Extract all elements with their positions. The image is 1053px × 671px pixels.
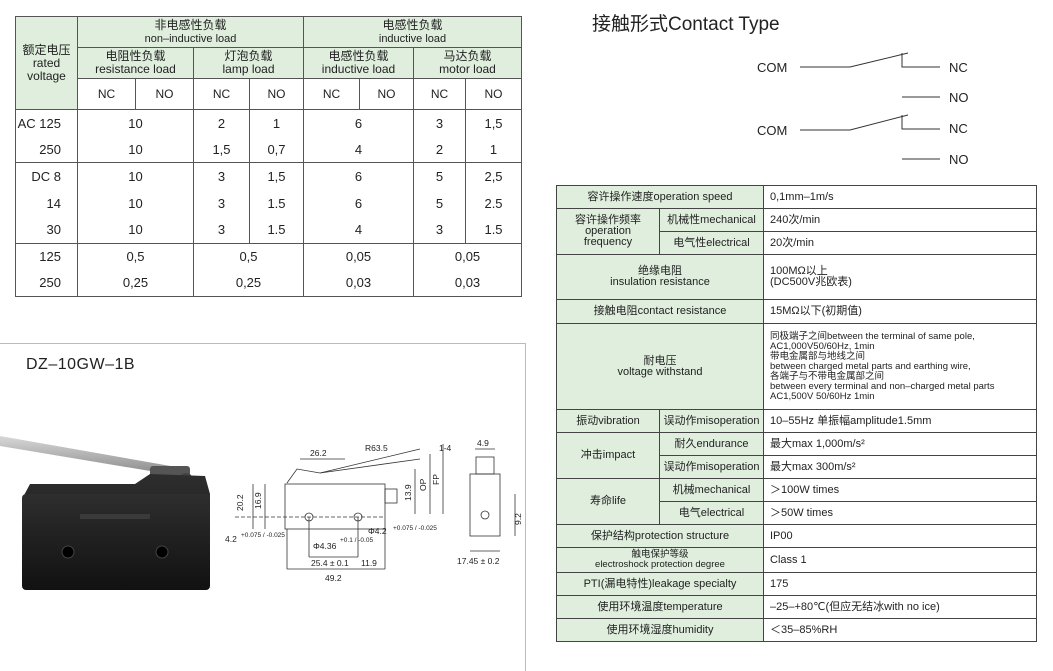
col-nc: NC — [193, 78, 250, 110]
col-no: NO — [464, 78, 523, 110]
table-row: 电气electrical ＞50W times — [557, 501, 1037, 525]
dim-49-2: 49.2 — [325, 573, 342, 583]
dim-phi-4-36-tol: +0.1 / -0.05 — [340, 537, 373, 544]
dim-13-9: 13.9 — [403, 484, 413, 501]
table-row: 使用环境湿度humidity ＜35–85%RH — [556, 618, 1037, 642]
table-row: 使用环境温度temperature –25–+80℃(但应无结冰with no … — [556, 595, 1037, 619]
col-nc: NC — [413, 78, 466, 110]
table-row: 冲击impact 耐久endurance 最大max 1,000m/s² — [556, 432, 1037, 479]
table-row: 14 10 3 1.5 6 5 2.5 — [15, 190, 523, 217]
no-label-2: NO — [949, 152, 969, 167]
dim-16-9: 16.9 — [253, 492, 263, 509]
dim-r63-5: R63.5 — [365, 443, 388, 453]
dim-4-9: 4.9 — [477, 439, 489, 448]
dim-phi-4-2: Φ4.2 — [368, 526, 387, 536]
no-label-1: NO — [949, 90, 969, 105]
dim-4-2: 4.2 — [225, 534, 237, 544]
dim-9-2: 9.2 — [513, 513, 523, 525]
table-row: 30 10 3 1.5 4 3 1.5 — [15, 216, 523, 243]
dim-phi-4-2-tol: +0.075 / -0.025 — [393, 525, 437, 532]
dim-25-4: 25.4 ± 0.1 — [311, 558, 349, 568]
rating-table: 额定电压 rated voltage 非电感性负载 non–inductive … — [15, 16, 523, 297]
table-row: DC 8 10 3 1,5 6 5 2,5 — [15, 162, 523, 191]
dim-mark: 1-4 — [439, 443, 452, 453]
col-nc: NC — [303, 78, 360, 110]
model-title: DZ–10GW–1B — [26, 356, 136, 373]
table-row: 125 0,5 0,5 0,05 0,05 — [15, 242, 523, 270]
nc-label-2: NC — [949, 121, 968, 136]
product-panel: DZ–10GW–1B — [0, 343, 526, 671]
col-no: NO — [135, 78, 194, 110]
rated-voltage-header: 额定电压 rated voltage — [15, 16, 78, 110]
dim-26-2: 26.2 — [310, 448, 327, 458]
table-row: 寿命life 机械mechanical ＞100W times — [556, 478, 1037, 525]
non-inductive-header: 非电感性负载 non–inductive load — [77, 16, 304, 48]
dim-4-2-tol: +0.075 / -0.025 — [241, 532, 285, 539]
table-row: 误动作misoperation 最大max 300m/s² — [557, 455, 1037, 479]
table-row: AC 125 10 2 1 6 3 1,5 — [15, 109, 523, 136]
dim-op: OP — [418, 478, 428, 491]
col-no: NO — [249, 78, 304, 110]
contact-type-title: 接触形式Contact Type — [592, 14, 780, 35]
table-row: 保护结构protection structure IP00 — [556, 524, 1037, 548]
dim-phi-4-36: Φ4.36 — [313, 541, 337, 551]
table-row: 容许操作速度operation speed 0,1mm–1m/s — [556, 185, 1037, 209]
table-row: 250 10 1,5 0,7 4 2 1 — [15, 136, 523, 163]
dim-20-2: 20.2 — [235, 494, 245, 511]
contact-diagram — [800, 52, 940, 160]
com-label-2: COM — [757, 123, 788, 138]
table-row: 振动vibration 误动作misoperation 10–55Hz 单振幅a… — [556, 409, 1037, 433]
nc-label-1: NC — [949, 60, 968, 75]
table-row: 接触电阻contact resistance 15MΩ以下(初期值) — [556, 299, 1037, 324]
dim-17-45: 17.45 ± 0.2 — [457, 556, 500, 566]
product-photo — [0, 436, 210, 590]
dimension-drawing: 26.2 R63.5 20.2 16.9 13.9 OP FP 1-4 4.2 … — [225, 439, 523, 583]
inductive-header: 电感性负载 inductive load — [302, 16, 523, 48]
table-row: 电气性electrical 20次/min — [557, 231, 1037, 255]
dim-11-9: 11.9 — [361, 558, 377, 568]
col-no: NO — [359, 78, 414, 110]
col-nc: NC — [77, 78, 136, 110]
com-label-1: COM — [757, 60, 788, 75]
dim-fp: FP — [431, 474, 441, 485]
table-row: 250 0,25 0,25 0,03 0,03 — [15, 269, 523, 297]
table-row: PTI(漏电特性)leakage specialty 175 — [556, 572, 1037, 596]
